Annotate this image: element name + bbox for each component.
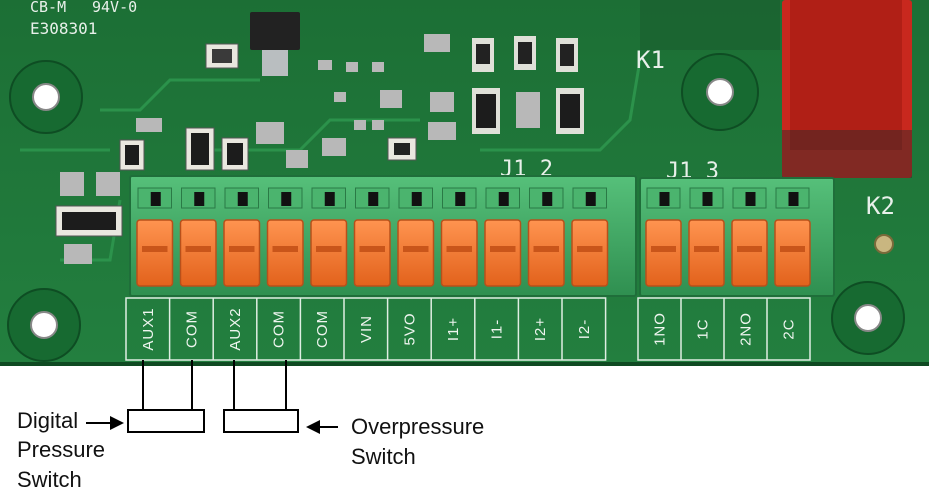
main-terminal-lever-6[interactable] (353, 219, 391, 287)
main-terminal-lever-slot-7 (403, 246, 429, 252)
relay-terminal-lever-slot-2 (694, 246, 719, 252)
relay-terminal-lever-2[interactable] (688, 219, 725, 287)
main-terminal-lever-slot-11 (577, 246, 603, 252)
main-terminal-lever-9[interactable] (484, 219, 522, 287)
main-terminal-lever-slot-6 (359, 246, 385, 252)
main-terminal-pin-11: I2- (576, 319, 593, 340)
overpressure-switch-label-line2: Switch (351, 444, 416, 469)
main-terminal-lever-slot-4 (272, 246, 298, 252)
main-terminal-pin-7: 5VO (401, 312, 418, 345)
relay-terminal-lever-4[interactable] (774, 219, 811, 287)
main-terminal-lever-2[interactable] (179, 219, 217, 287)
overpressure-switch-label-line1: Overpressure (351, 414, 484, 439)
main-terminal-cell-4 (266, 187, 304, 287)
terminal-block-relay (639, 177, 835, 297)
digital-switch-label-line1: Digital (17, 408, 78, 433)
main-terminal-cell-10 (527, 187, 565, 287)
main-terminal-cell-3 (223, 187, 261, 287)
main-terminal-lever-1[interactable] (136, 219, 174, 287)
main-terminal-lever-4[interactable] (266, 219, 304, 287)
main-terminal-cell-6 (353, 187, 391, 287)
relay-terminal-pin-2: 1C (695, 318, 712, 339)
relay (782, 0, 912, 178)
main-terminal-cell-5 (310, 187, 348, 287)
main-terminal-lever-slot-9 (490, 246, 516, 252)
main-terminal-lever-7[interactable] (397, 219, 435, 287)
main-terminal-lever-5[interactable] (310, 219, 348, 287)
relay-terminal-pin-3: 2NO (738, 312, 755, 346)
board-marking-rating: 94V-0 (92, 0, 137, 16)
mounting-hole-top-right (681, 53, 759, 131)
main-terminal-pin-5: COM (314, 310, 331, 348)
relay-terminal-lever-slot-4 (780, 246, 805, 252)
main-terminal-lever-3[interactable] (223, 219, 261, 287)
mounting-hole-top-left (9, 60, 83, 134)
mounting-hole-bottom-left (7, 288, 81, 362)
relay-terminal-cell-4 (774, 187, 811, 287)
relay-terminal-pin-4: 2C (781, 318, 798, 339)
terminal-block-main (129, 175, 637, 297)
smd-components (55, 12, 584, 264)
main-terminal-lever-slot-2 (185, 246, 211, 252)
main-terminal-pin-9: I1- (489, 319, 506, 340)
relay-terminal-pin-1: 1NO (652, 312, 669, 346)
main-terminal-lever-11[interactable] (571, 219, 609, 287)
relay-terminal-lever-3[interactable] (731, 219, 768, 287)
main-terminal-pin-4: COM (271, 310, 288, 348)
main-terminal-pin-10: I2+ (532, 317, 549, 341)
main-terminal-lever-slot-10 (533, 246, 559, 252)
main-terminal-lever-10[interactable] (527, 219, 565, 287)
main-terminal-lever-slot-8 (446, 246, 472, 252)
relay-terminal-lever-slot-1 (651, 246, 676, 252)
main-terminal-label-frame (125, 297, 607, 361)
overpressure-switch-box (223, 409, 299, 433)
arrow-digital (86, 416, 124, 430)
relay-terminal-cell-3 (731, 187, 768, 287)
board-marking-top: CB-M (30, 0, 66, 16)
board-marking-part: E308301 (30, 19, 97, 38)
wire-aux1 (134, 360, 144, 411)
main-terminal-lever-slot-5 (316, 246, 342, 252)
arrow-overpressure (306, 420, 338, 434)
main-terminal-cell-11 (571, 187, 609, 287)
test-pad (874, 234, 894, 254)
main-terminal-cell-9 (484, 187, 522, 287)
relay-terminal-lever-1[interactable] (645, 219, 682, 287)
relay-terminal-cell-2 (688, 187, 725, 287)
mounting-hole-bottom-right (831, 281, 905, 355)
main-terminal-pin-6: VIN (358, 315, 375, 343)
main-terminal-lever-slot-3 (229, 246, 255, 252)
relay-terminal-cell-1 (645, 187, 682, 287)
main-terminal-lever-8[interactable] (440, 219, 478, 287)
wiring (134, 360, 287, 411)
relay-k2-label: K2 (866, 192, 895, 220)
main-terminal-cell-2 (179, 187, 217, 287)
main-terminal-pin-3: AUX2 (227, 307, 244, 350)
digital-switch-label-line2: Pressure (17, 437, 105, 462)
main-terminal-cell-1 (136, 187, 174, 287)
digital-switch-label-line3: Switch (17, 467, 82, 492)
main-terminal-pin-8: I1+ (445, 317, 462, 341)
relay-terminal-lever-slot-3 (737, 246, 762, 252)
main-terminal-pin-2: COM (183, 310, 200, 348)
digital-pressure-switch-box (127, 409, 205, 433)
main-terminal-pin-1: AUX1 (140, 307, 157, 350)
main-terminal-cell-8 (440, 187, 478, 287)
relay-k1-label: K1 (636, 46, 665, 74)
main-terminal-cell-7 (397, 187, 435, 287)
main-terminal-lever-slot-1 (142, 246, 168, 252)
